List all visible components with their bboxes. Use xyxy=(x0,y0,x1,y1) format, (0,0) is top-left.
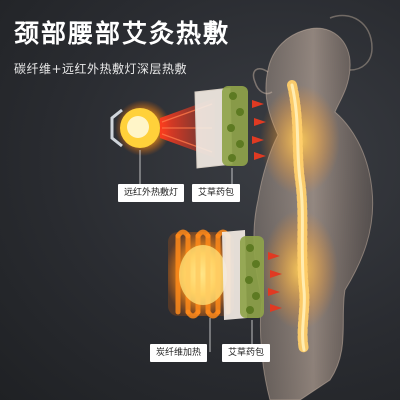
spine xyxy=(260,80,340,355)
heat-arrow-icon xyxy=(252,100,266,160)
page-title: 颈部腰部艾灸热敷 xyxy=(14,19,231,48)
infrared-lamp-icon xyxy=(110,100,171,156)
label-herb-pack-lower: 艾草药包 xyxy=(222,344,271,362)
carbon-fiber-coil-icon xyxy=(168,229,234,319)
human-figure xyxy=(252,14,374,400)
herb-pack-icon xyxy=(222,86,248,166)
page-subtitle: 碳纤维+远红外热敷灯深层热敷 xyxy=(14,62,188,76)
label-infrared-lamp: 远红外热敷灯 xyxy=(118,184,185,202)
heat-arrow-icon xyxy=(268,252,282,312)
label-herb-pack-upper: 艾草药包 xyxy=(192,184,241,202)
herb-pack-icon xyxy=(240,236,264,318)
label-carbon-heating: 炭纤维加热 xyxy=(150,344,208,362)
